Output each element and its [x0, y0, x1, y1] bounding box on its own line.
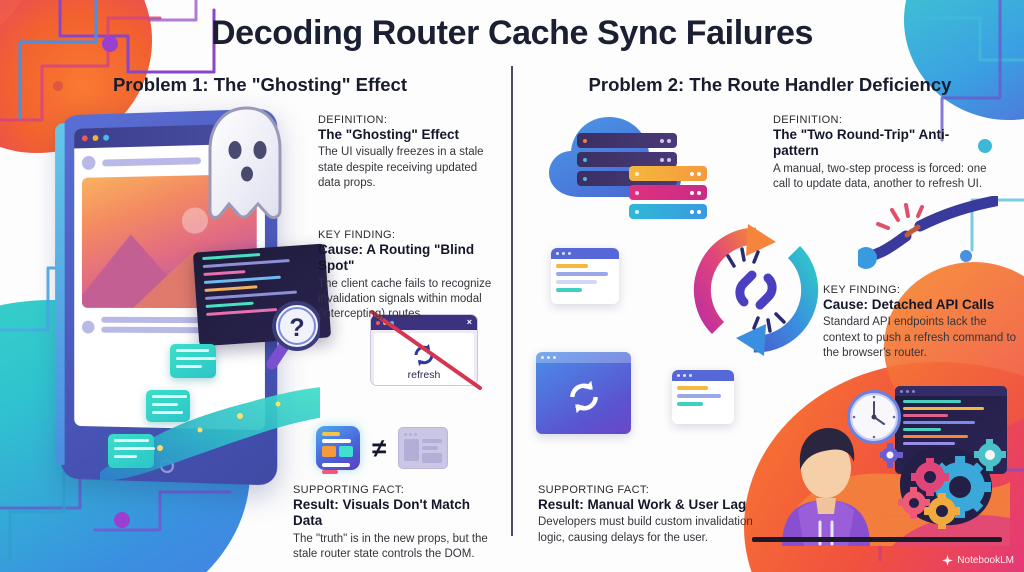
sync-window-thumbnail — [536, 352, 631, 434]
clock-icon — [847, 390, 901, 444]
block-body: A manual, two-step process is forced: on… — [773, 162, 987, 191]
block-body: Developers must build custom invalidatio… — [538, 516, 753, 544]
kicker-label: SUPPORTING FACT: — [293, 484, 405, 496]
gear-small-pink — [898, 487, 930, 519]
block-heading: The "Two Round-Trip" Anti-pattern — [773, 127, 950, 159]
stream-data-card — [146, 390, 190, 422]
block-body: The "truth" is in the new props, but the… — [293, 532, 488, 561]
gear-small-orange — [924, 493, 960, 529]
gear-tiny-purple — [880, 443, 903, 468]
spark-icon — [942, 555, 954, 566]
visuals-vs-data-comparison: ≠ — [316, 420, 476, 476]
magnifier-question-mark: ? — [289, 314, 304, 342]
kicker-label: DEFINITION: — [773, 114, 843, 126]
block-heading: Cause: Detached API Calls — [823, 297, 995, 312]
sync-refresh-icon — [569, 380, 598, 414]
text-block-right-supporting-fact: SUPPORTING FACT: Result: Manual Work & U… — [538, 484, 768, 546]
gears-icon-cluster — [880, 439, 1006, 529]
updated-data-card-icon — [316, 426, 360, 474]
refresh-icon — [414, 344, 434, 366]
stream-data-card — [170, 344, 217, 378]
block-body: Standard API endpoints lack the context … — [823, 316, 1017, 359]
tablet-side-bezel — [55, 123, 65, 465]
block-heading: Result: Manual Work & User Lag — [538, 497, 747, 512]
server-rack-stack-highlighted — [629, 166, 707, 223]
section-heading-problem-2: Problem 2: The Route Handler Deficiency — [588, 74, 952, 95]
gear-medium-pink — [911, 458, 949, 496]
broken-link-cycle-icon — [693, 224, 819, 356]
block-heading: Cause: A Routing "Blind Spot" — [318, 242, 475, 274]
block-heading: Result: Visuals Don't Match Data — [293, 497, 470, 529]
stream-data-card — [108, 434, 156, 468]
gear-small-teal — [974, 439, 1006, 471]
content-window-thumbnail — [672, 370, 734, 424]
text-block-right-definition: DEFINITION: The "Two Round-Trip" Anti-pa… — [773, 114, 988, 192]
disconnected-cable-icon — [858, 196, 998, 269]
developer-avatar — [782, 428, 870, 546]
kicker-label: KEY FINDING: — [318, 229, 396, 241]
refresh-window-illustration: × refresh — [370, 314, 478, 386]
stale-ui-card-icon — [398, 427, 449, 469]
data-flow-stream — [100, 330, 320, 480]
kicker-label: DEFINITION: — [318, 114, 388, 126]
block-body: The UI visually freezes in a stale state… — [318, 146, 484, 189]
kicker-label: KEY FINDING: — [823, 284, 901, 296]
kicker-label: SUPPORTING FACT: — [538, 484, 650, 496]
text-block-left-definition: DEFINITION: The "Ghosting" Effect The UI… — [318, 114, 490, 191]
server-rack-row — [577, 152, 677, 167]
block-body: The client cache fails to recognize inva… — [318, 277, 492, 321]
page-title: Decoding Router Cache Sync Failures — [211, 14, 813, 52]
scene-ground-bar — [752, 537, 1002, 542]
refresh-label: refresh — [407, 369, 441, 381]
notebooklm-watermark: NotebookLM — [942, 555, 1014, 566]
text-block-left-key-finding: KEY FINDING: Cause: A Routing "Blind Spo… — [318, 229, 493, 322]
not-equal-symbol: ≠ — [372, 432, 387, 463]
magnifier-question-icon: ? — [266, 301, 320, 370]
text-block-left-supporting-fact: SUPPORTING FACT: Result: Visuals Don't M… — [293, 484, 498, 562]
refresh-window-body: refresh — [374, 333, 474, 385]
server-rack-row — [629, 166, 707, 181]
watermark-label: NotebookLM — [957, 555, 1014, 566]
server-rack-row — [577, 133, 677, 148]
server-rack-row — [629, 204, 707, 219]
text-block-right-key-finding: KEY FINDING: Cause: Detached API Calls S… — [823, 284, 1023, 361]
section-heading-problem-1: Problem 1: The "Ghosting" Effect — [112, 74, 408, 95]
column-divider — [511, 66, 513, 536]
ui-window-thumbnail — [551, 248, 619, 304]
ghost-icon — [208, 106, 282, 219]
block-heading: The "Ghosting" Effect — [318, 127, 460, 142]
server-rack-row — [629, 185, 707, 200]
